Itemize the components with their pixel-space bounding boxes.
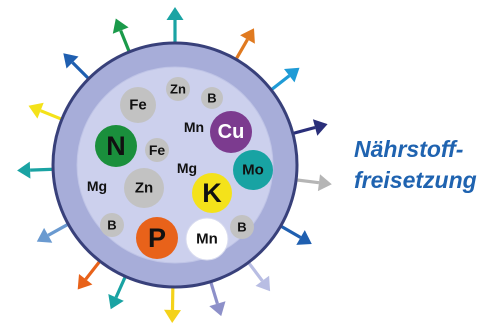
release-arrow [244, 258, 271, 292]
element-symbol: Mg [87, 178, 107, 194]
element-k: K [192, 173, 232, 213]
element-symbol: Fe [129, 97, 147, 114]
element-zn: Zn [124, 168, 164, 208]
release-arrow [63, 53, 93, 83]
element-zn: Zn [166, 77, 190, 101]
release-arrow [164, 282, 181, 323]
element-fe: Fe [145, 138, 169, 162]
element-symbol: Zn [135, 180, 153, 197]
nutrient-release-caption: Nährstoff- freisetzung [354, 134, 486, 196]
element-symbol: Zn [170, 82, 186, 97]
element-mo: Mo [233, 150, 273, 190]
release-arrow [17, 161, 58, 179]
element-mn: Mn [184, 119, 204, 135]
arrow-head [284, 67, 300, 83]
element-mn: Mn [185, 217, 229, 261]
element-symbol: B [207, 91, 216, 106]
release-arrow [207, 277, 226, 317]
arrow-head [17, 161, 31, 179]
release-arrow [112, 18, 133, 57]
element-ball [145, 138, 169, 162]
arrow-head [63, 53, 79, 69]
element-symbol: P [148, 223, 166, 253]
element-ball [210, 111, 252, 153]
element-symbol: Mn [184, 119, 204, 135]
release-arrow [288, 119, 328, 137]
arrow-head [312, 119, 328, 136]
element-symbol: Mn [196, 231, 218, 248]
caption-line-2: freisetzung [354, 167, 477, 193]
element-ball [100, 213, 124, 237]
arrow-head [28, 102, 44, 119]
release-arrow [28, 102, 67, 123]
release-arrow [267, 67, 300, 94]
element-ball [124, 168, 164, 208]
arrow-head [112, 18, 129, 34]
release-arrow [232, 28, 255, 64]
element-symbol: Cu [218, 121, 245, 143]
element-ball [233, 150, 273, 190]
element-ball [120, 87, 156, 123]
element-p: P [136, 217, 178, 259]
release-arrow [77, 257, 104, 290]
arrow-head [209, 301, 226, 317]
element-symbol: Fe [149, 142, 166, 158]
arrow-head [240, 28, 255, 44]
element-ball [136, 217, 178, 259]
arrow-head [255, 275, 271, 292]
element-n: N [95, 125, 137, 167]
element-symbol: K [202, 178, 222, 208]
element-mg: Mg [87, 178, 107, 194]
release-arrow [291, 174, 332, 192]
element-ball [230, 215, 254, 239]
element-ball [201, 87, 223, 109]
element-cu: Cu [210, 111, 252, 153]
element-ball [166, 77, 190, 101]
element-ball [192, 173, 232, 213]
release-arrow [166, 7, 184, 47]
arrow-head [77, 274, 93, 290]
element-b: B [201, 87, 223, 109]
element-symbol: Mo [242, 162, 264, 179]
arrow-layer [17, 7, 332, 323]
element-fe: Fe [120, 87, 156, 123]
arrow-head [36, 227, 53, 243]
arrow-head [296, 230, 312, 245]
element-symbol: Mg [177, 160, 197, 176]
element-ball [95, 125, 137, 167]
arrow-head [108, 294, 124, 310]
element-b: B [230, 215, 254, 239]
element-ball [185, 217, 229, 261]
release-arrow [276, 222, 312, 245]
arrow-head [164, 309, 181, 323]
release-arrow [108, 272, 129, 310]
element-symbol: B [107, 218, 116, 233]
release-arrow [36, 220, 73, 243]
caption-line-1: Nährstoff- [354, 136, 464, 162]
element-mg: Mg [177, 160, 197, 176]
arrow-head [166, 7, 184, 20]
arrow-head [317, 174, 332, 192]
element-b: B [100, 213, 124, 237]
element-symbol: N [106, 131, 126, 161]
element-symbol: B [237, 220, 246, 235]
